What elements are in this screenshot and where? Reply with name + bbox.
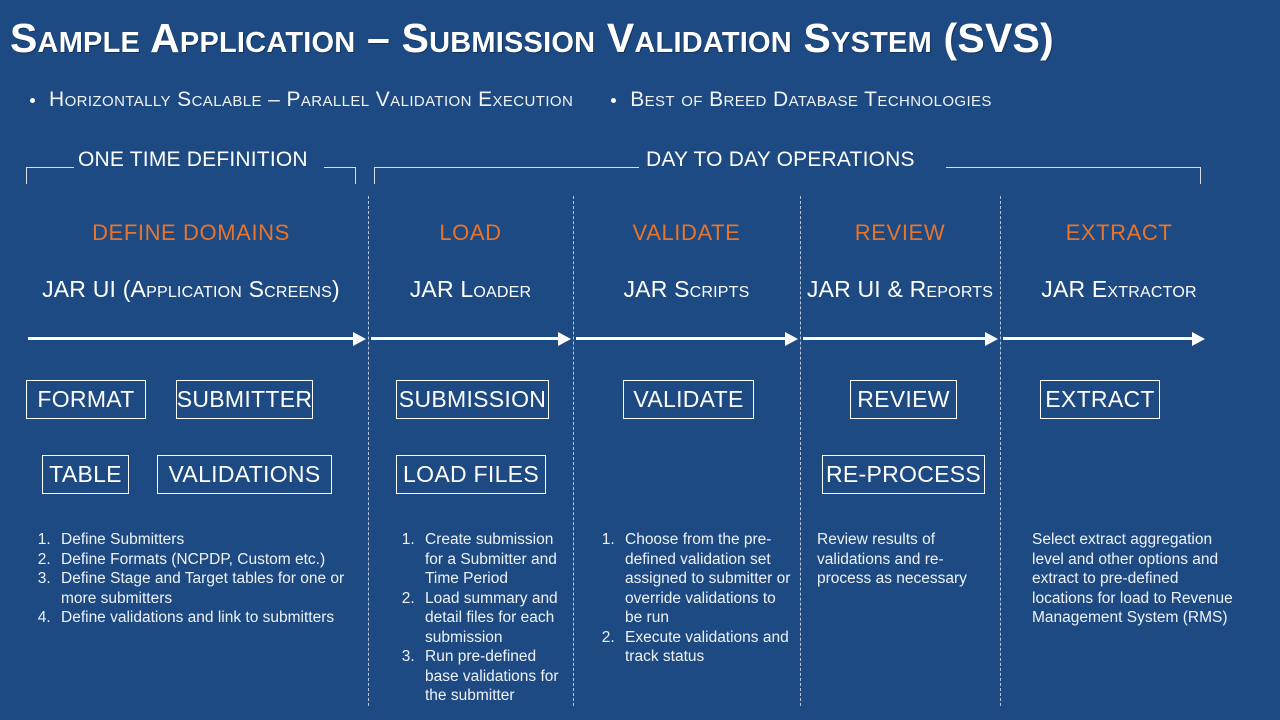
entity-box-review[interactable]: REVIEW bbox=[850, 380, 957, 419]
list-item: Create submission for a Submitter and Ti… bbox=[419, 530, 568, 589]
subtitle-bullet-2: Best of Breed Database Technologies bbox=[611, 88, 992, 112]
column-header-load: LOAD bbox=[439, 220, 502, 245]
list-item: Choose from the pre-defined validation s… bbox=[619, 530, 794, 628]
subtitle-bullets: Horizontally Scalable – Parallel Validat… bbox=[30, 85, 1250, 115]
bracket-tick-left bbox=[374, 167, 375, 184]
column-subheader-load: JAR Loader bbox=[409, 276, 532, 302]
phase-label-one-time-definition: ONE TIME DEFINITION bbox=[78, 148, 308, 171]
column-divider-2 bbox=[573, 196, 574, 706]
phase-label-day-to-day-operations: DAY TO DAY OPERATIONS bbox=[646, 148, 915, 171]
column-header-validate: VALIDATE bbox=[632, 220, 741, 245]
flow-arrow-4 bbox=[803, 332, 998, 346]
arrow-head-icon bbox=[353, 332, 366, 346]
entity-box-table[interactable]: TABLE bbox=[42, 455, 129, 494]
arrow-head-icon bbox=[985, 332, 998, 346]
bracket-tick-right bbox=[355, 167, 356, 184]
entity-box-submitter[interactable]: SUBMITTER bbox=[176, 380, 313, 419]
column-divider-3 bbox=[800, 196, 801, 706]
column-subheader-define-domains: JAR UI (Application Screens) bbox=[42, 276, 340, 302]
column-divider-1 bbox=[368, 196, 369, 706]
column-header-review: REVIEW bbox=[854, 220, 946, 245]
list-item: Define Formats (NCPDP, Custom etc.) bbox=[55, 550, 348, 570]
arrow-shaft bbox=[1003, 337, 1194, 340]
list-item: Define Submitters bbox=[55, 530, 348, 550]
flow-arrow-5 bbox=[1003, 332, 1205, 346]
entity-box-extract[interactable]: EXTRACT bbox=[1040, 380, 1160, 419]
entity-box-format[interactable]: FORMAT bbox=[26, 380, 146, 419]
entity-box-load-files[interactable]: LOAD FILES bbox=[396, 455, 546, 494]
page-title: Sample Application – Submission Validati… bbox=[10, 15, 1054, 61]
arrow-head-icon bbox=[558, 332, 571, 346]
arrow-shaft bbox=[803, 337, 987, 340]
arrow-shaft bbox=[371, 337, 560, 340]
column-header-extract: EXTRACT bbox=[1065, 220, 1173, 245]
phase-bracket-day-to-day-operations: DAY TO DAY OPERATIONS bbox=[374, 148, 1201, 184]
phase-bracket-one-time-definition: ONE TIME DEFINITION bbox=[26, 148, 356, 184]
list-item: Execute validations and track status bbox=[619, 628, 794, 667]
column-header-define-domains: DEFINE DOMAINS bbox=[92, 220, 290, 245]
entity-box-submission[interactable]: SUBMISSION bbox=[396, 380, 549, 419]
bracket-tick-right bbox=[1200, 167, 1201, 184]
bracket-line-right bbox=[324, 167, 356, 168]
column-subheader-review: JAR UI & Reports bbox=[806, 276, 994, 302]
list-item: Define validations and link to submitter… bbox=[55, 608, 348, 628]
column-subheader-validate: JAR Scripts bbox=[623, 276, 750, 302]
bracket-tick-left bbox=[26, 167, 27, 184]
subtitle-bullet-1: Horizontally Scalable – Parallel Validat… bbox=[30, 88, 573, 112]
bracket-line-left bbox=[26, 167, 74, 168]
list-item: Run pre-defined base validations for the… bbox=[419, 647, 568, 706]
note-text: Review results of validations and re-pro… bbox=[817, 531, 967, 587]
arrow-shaft bbox=[28, 337, 355, 340]
note-text: Select extract aggregation level and oth… bbox=[1032, 531, 1233, 626]
column-divider-4 bbox=[1000, 196, 1001, 706]
arrow-shaft bbox=[576, 337, 787, 340]
flow-arrow-2 bbox=[371, 332, 571, 346]
flow-arrow-3 bbox=[576, 332, 798, 346]
bracket-line-right bbox=[946, 167, 1201, 168]
entity-box-validate[interactable]: VALIDATE bbox=[623, 380, 754, 419]
bullet-dot-icon bbox=[30, 97, 35, 103]
subtitle-bullet-2-label: Best of Breed Database Technologies bbox=[630, 88, 992, 111]
flow-arrow-1 bbox=[28, 332, 366, 346]
detail-list-validate: Choose from the pre-defined validation s… bbox=[582, 530, 794, 667]
bullet-dot-icon bbox=[611, 97, 617, 103]
detail-note-extract: Select extract aggregation level and oth… bbox=[1032, 530, 1240, 628]
detail-list-load: Create submission for a Submitter and Ti… bbox=[382, 530, 568, 706]
column-subheader-extract: JAR Extractor bbox=[1041, 276, 1197, 302]
entity-box-validations[interactable]: VALIDATIONS bbox=[157, 455, 332, 494]
entity-box-re-process[interactable]: RE-PROCESS bbox=[822, 455, 985, 494]
detail-note-review: Review results of validations and re-pro… bbox=[817, 530, 997, 589]
subtitle-bullet-1-label: Horizontally Scalable – Parallel Validat… bbox=[49, 88, 574, 111]
list-item: Load summary and detail files for each s… bbox=[419, 589, 568, 648]
bracket-line-left bbox=[374, 167, 639, 168]
arrow-head-icon bbox=[785, 332, 798, 346]
list-item: Define Stage and Target tables for one o… bbox=[55, 569, 348, 608]
detail-list-define-domains: Define Submitters Define Formats (NCPDP,… bbox=[18, 530, 348, 628]
arrow-head-icon bbox=[1192, 332, 1205, 346]
